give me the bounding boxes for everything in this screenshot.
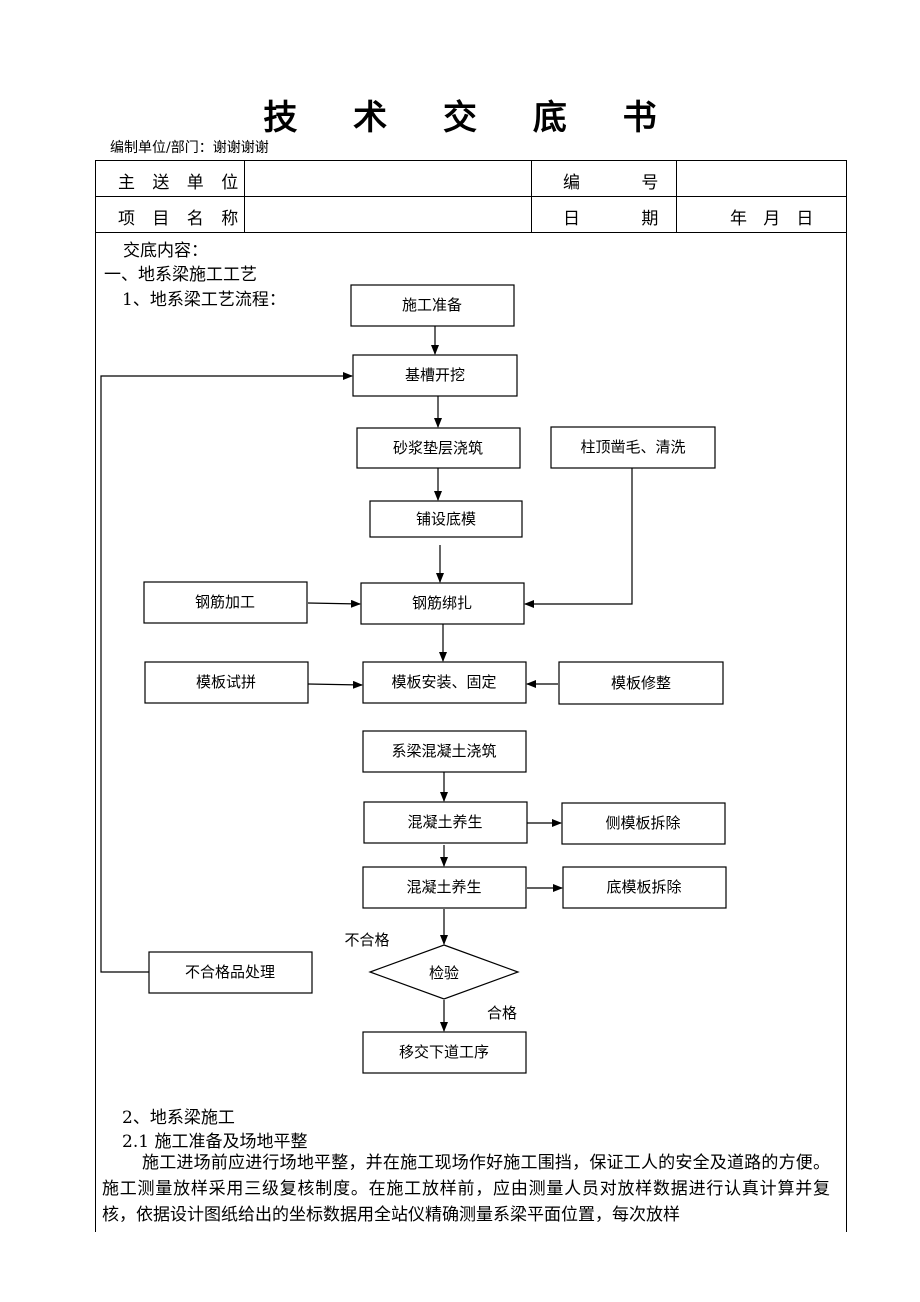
step-form-trim-label: 模板修整: [611, 674, 671, 692]
step-rebar-binding-label: 钢筋绑扎: [412, 594, 472, 612]
step-nonconforming-label: 不合格品处理: [185, 963, 275, 981]
step-bottom-form-label: 铺设底模: [416, 510, 476, 528]
step-mortar-label: 砂浆垫层浇筑: [393, 439, 483, 457]
step-curing-1-box: [363, 801, 528, 844]
step-rebar-processing-box: [143, 581, 308, 624]
step-column-top-box: [550, 426, 716, 469]
step-excavation-label: 基槽开挖: [405, 366, 465, 384]
date-label: 日 期: [563, 209, 687, 229]
step-form-install-box: [362, 661, 527, 704]
header-bottom-divider: [95, 232, 847, 233]
step-inspection-diamond: [368, 944, 520, 1000]
step-excavation-box: [352, 354, 518, 397]
step-form-trial-box: [144, 661, 309, 704]
arrow-column-top-to-rebar: [524, 468, 633, 608]
step-nonconforming-box: [148, 951, 313, 994]
section-2-1-heading: 2.1 施工准备及场地平整: [122, 1132, 308, 1152]
document-frame: [95, 160, 847, 1232]
number-label: 编 号: [563, 173, 687, 193]
step-column-top-label: 柱顶凿毛、清洗: [580, 438, 685, 456]
step-inspection-label: 检验: [429, 964, 459, 982]
step-concrete-pour-box: [362, 730, 527, 773]
step-rebar-binding-box: [360, 582, 525, 625]
col-divider-1: [244, 160, 245, 232]
step-curing-2-label: 混凝土养生: [406, 878, 481, 896]
step-form-trial-label: 模板试拼: [196, 673, 256, 691]
arrow-form-trial-to-install: [307, 680, 363, 689]
document-title: 技 术 交 底 书: [263, 98, 679, 138]
content-intro: 交底内容：: [123, 241, 208, 261]
step-concrete-pour-label: 系梁混凝土浇筑: [391, 742, 496, 760]
step-mortar-box: [356, 427, 521, 469]
step-side-removal-box: [561, 802, 726, 845]
section-2-heading: 2、地系梁施工: [122, 1108, 235, 1128]
step-next-process-box: [362, 1031, 527, 1074]
org-label: 编制单位/部门：谢谢谢谢: [110, 140, 269, 156]
section-2-1-paragraph: 施工进场前应进行场地平整，并在施工现场作好施工围挡，保证工人的安全及道路的方便。…: [102, 1153, 830, 1225]
step-form-trim-box: [558, 661, 724, 705]
step-curing-1-label: 混凝土养生: [407, 813, 482, 831]
step-prep-label: 施工准备: [402, 296, 462, 314]
header-row-divider: [95, 196, 847, 197]
section-1-1-heading: 1、地系梁工艺流程：: [122, 290, 286, 310]
step-bottom-removal-box: [562, 866, 727, 909]
step-prep-box: [350, 284, 515, 327]
section-1-heading: 一、地系梁施工工艺: [104, 265, 257, 285]
step-rebar-processing-label: 钢筋加工: [195, 593, 255, 611]
recipient-label: 主 送 单 位: [118, 173, 245, 193]
loop-nonconforming-to-excavation: [100, 372, 353, 973]
project-label: 项 目 名 称: [118, 209, 245, 229]
step-bottom-removal-label: 底模板拆除: [606, 878, 681, 896]
arrow-rebar-processing-to-binding: [307, 599, 361, 608]
step-side-removal-label: 侧模板拆除: [605, 814, 680, 832]
date-value[interactable]: 年 月 日: [730, 209, 814, 229]
step-curing-2-box: [362, 866, 527, 909]
step-next-process-label: 移交下道工序: [399, 1043, 489, 1061]
col-divider-3: [676, 160, 677, 232]
step-form-install-label: 模板安装、固定: [391, 673, 496, 691]
col-divider-2: [531, 160, 532, 232]
fail-label: 不合格: [344, 931, 389, 949]
step-bottom-form-box: [369, 500, 523, 538]
pass-label: 合格: [487, 1004, 517, 1022]
